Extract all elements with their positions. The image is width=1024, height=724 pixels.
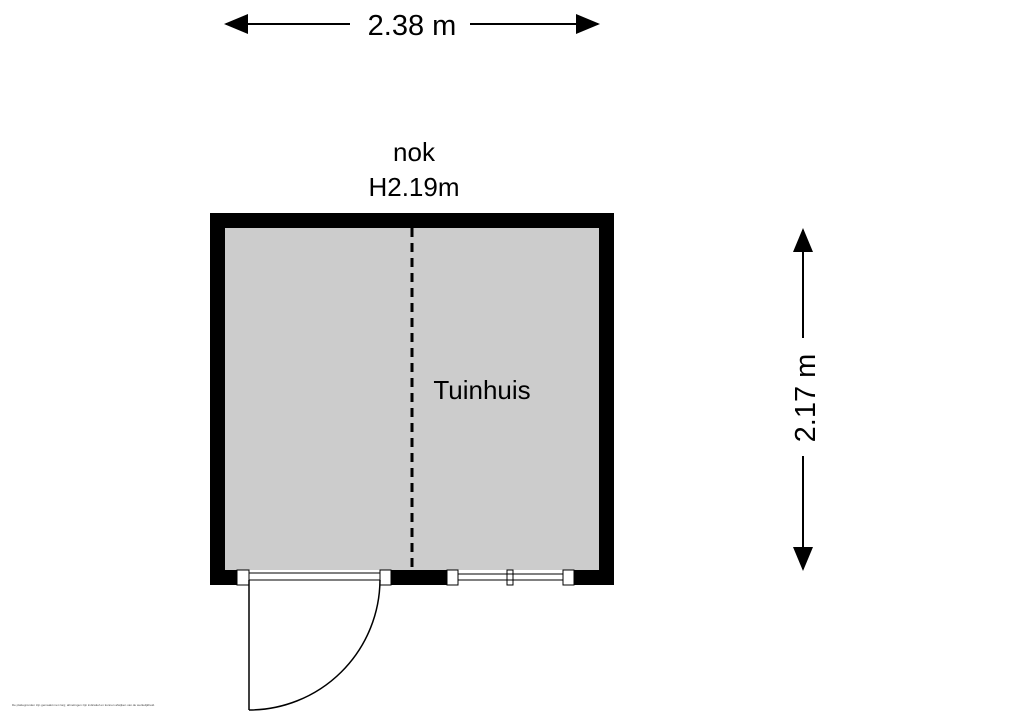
ridge-height-label: H2.19m <box>368 172 459 202</box>
width-dimension: 2.38 m <box>224 10 600 42</box>
window-frame-right <box>562 569 575 586</box>
door-opening <box>237 570 391 585</box>
height-label: 2.17 m <box>790 354 822 443</box>
ridge-name-label: nok <box>393 137 436 167</box>
width-label: 2.38 m <box>368 10 457 42</box>
disclaimer-text: De plattegronden zijn gemaakt met zorg; … <box>12 703 155 707</box>
window-frame-left <box>446 569 459 586</box>
room-label: Tuinhuis <box>433 375 530 405</box>
door-jamb-left <box>236 569 250 586</box>
door-jamb-right <box>379 569 392 586</box>
height-dimension: 2.17 m <box>790 228 822 571</box>
shed-room <box>210 213 614 711</box>
door-swing-arc <box>248 579 381 711</box>
window-frame-mid <box>506 569 514 586</box>
